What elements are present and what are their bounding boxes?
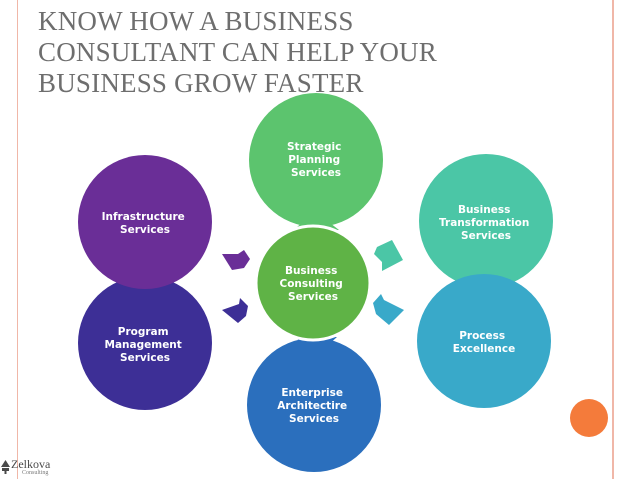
slide-title: KNOW HOW A BUSINESS CONSULTANT CAN HELP … xyxy=(38,6,437,98)
node-program-management: Program Management Services xyxy=(78,276,212,410)
node-program-management-label: Program Management Services xyxy=(105,326,186,364)
tree-icon xyxy=(1,460,10,474)
logo-name: Zelkova xyxy=(11,457,51,471)
node-infrastructure-line-2: Services xyxy=(120,224,170,236)
node-program-management-line-2: Management xyxy=(105,339,182,351)
arrow-to-process-excellence xyxy=(373,294,404,325)
logo-tagline: Consulting xyxy=(22,470,49,476)
center-node: Business Consulting Services xyxy=(254,224,372,342)
node-process-excellence-circle xyxy=(417,274,551,408)
node-program-management-circle xyxy=(78,276,212,410)
node-strategic-planning-circle xyxy=(249,93,383,227)
node-business-transformation-line-2: Transformation xyxy=(439,217,529,229)
arrow-to-program-management xyxy=(222,298,248,323)
node-strategic-planning-label: Strategic Planning Services xyxy=(287,141,345,179)
center-node-label: Business Consulting Services xyxy=(280,265,347,303)
node-enterprise-architecture: Enterprise Architectire Services xyxy=(247,338,381,472)
node-infrastructure-label: Infrastructure Services xyxy=(102,211,189,236)
node-process-excellence: Process Excellence xyxy=(417,274,551,408)
node-strategic-planning-line-2: Planning xyxy=(288,154,340,166)
node-enterprise-architecture-circle xyxy=(247,338,381,472)
node-program-management-line-3: Services xyxy=(120,352,170,364)
node-enterprise-architecture-line-2: Architectire xyxy=(277,400,347,412)
arrow-to-business-transformation xyxy=(374,240,403,271)
node-infrastructure-line-1: Infrastructure xyxy=(102,211,185,223)
node-strategic-planning-line-1: Strategic xyxy=(287,141,341,153)
node-enterprise-architecture-line-3: Services xyxy=(289,413,339,425)
node-strategic-planning: Strategic Planning Services xyxy=(249,93,383,227)
orange-accent-dot xyxy=(570,399,608,437)
center-node-line-1: Business xyxy=(285,265,337,277)
center-node-line-3: Services xyxy=(288,291,338,303)
node-infrastructure: Infrastructure Services xyxy=(78,155,212,289)
node-business-transformation-label: Business Transformation Services xyxy=(439,204,533,242)
node-enterprise-architecture-line-1: Enterprise xyxy=(281,387,343,399)
node-enterprise-architecture-label: Enterprise Architectire Services xyxy=(277,387,351,425)
node-infrastructure-circle xyxy=(78,155,212,289)
left-rule-line xyxy=(17,0,18,479)
node-business-transformation-circle xyxy=(419,154,553,288)
node-business-transformation-line-3: Services xyxy=(461,230,511,242)
arrow-to-infrastructure xyxy=(222,250,250,270)
center-node-line-2: Consulting xyxy=(280,278,343,290)
center-node-circle xyxy=(254,224,372,342)
company-logo: Zelkova Consulting xyxy=(0,455,60,479)
right-rule-line xyxy=(612,0,614,479)
node-business-transformation: Business Transformation Services xyxy=(419,154,553,288)
node-program-management-line-1: Program xyxy=(118,326,169,338)
node-process-excellence-line-2: Excellence xyxy=(453,343,515,355)
node-process-excellence-label: Process Excellence xyxy=(453,330,515,355)
node-process-excellence-line-1: Process xyxy=(459,330,505,342)
node-strategic-planning-line-3: Services xyxy=(291,167,341,179)
node-business-transformation-line-1: Business xyxy=(458,204,510,216)
